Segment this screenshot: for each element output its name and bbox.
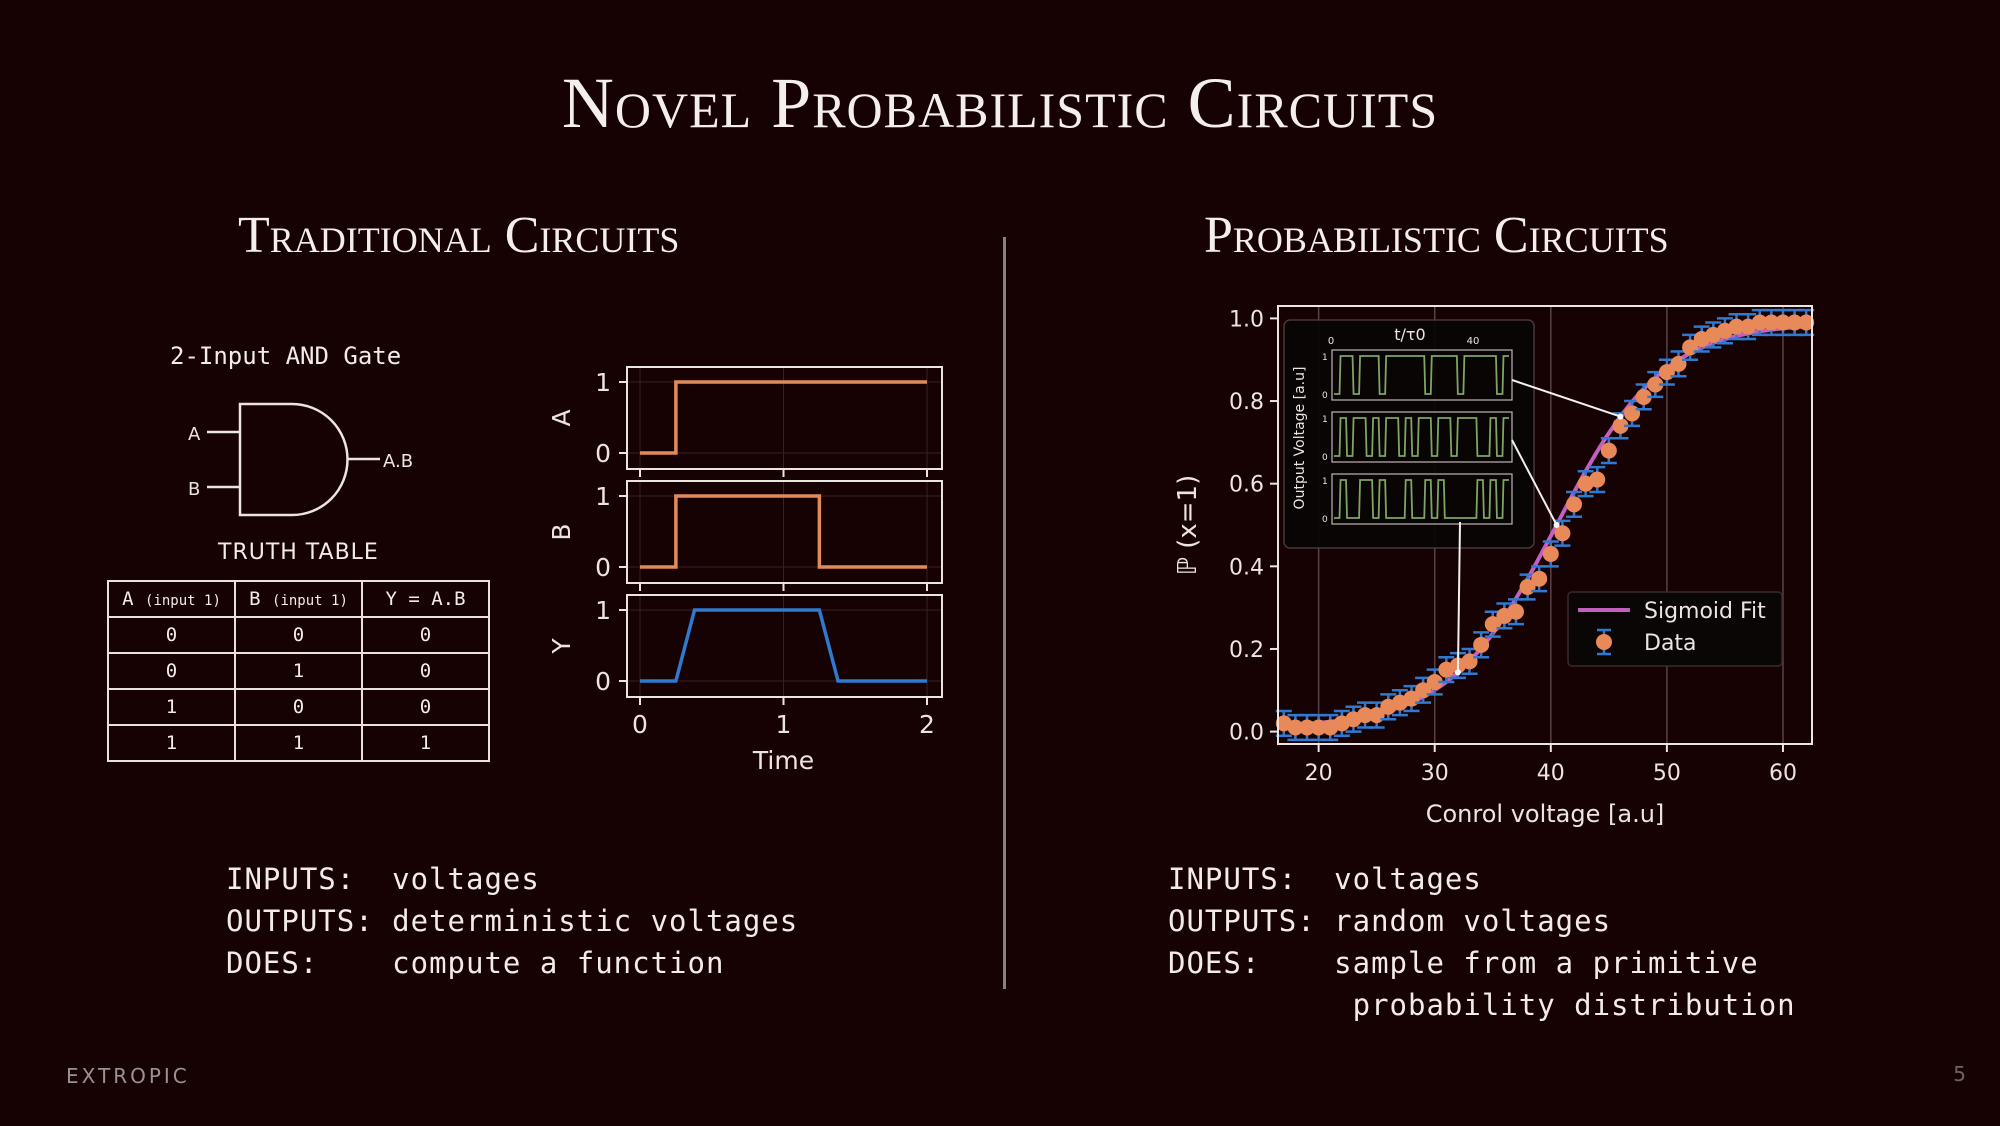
svg-text:30: 30	[1421, 761, 1449, 786]
header-b-main: B	[249, 588, 261, 610]
svg-text:50: 50	[1653, 761, 1681, 786]
outputs-value: random voltages	[1334, 904, 1612, 938]
does-label: DOES:	[226, 946, 319, 980]
sigmoid-ylabel: ℙ (x=1)	[1173, 475, 1203, 576]
svg-text:1: 1	[1322, 353, 1328, 363]
cell: 0	[107, 652, 236, 690]
timing-panel-y: 0 1Y	[547, 594, 943, 705]
cell: 0	[107, 616, 236, 654]
header-b: B (input 1)	[234, 580, 363, 618]
cell: 0	[361, 652, 490, 690]
svg-text:0: 0	[1322, 391, 1328, 401]
svg-text:1: 1	[1322, 415, 1328, 425]
svg-text:40: 40	[1467, 336, 1480, 347]
svg-text:20: 20	[1305, 761, 1333, 786]
svg-text:0: 0	[632, 710, 648, 739]
does-value-line2: probability distribution	[1352, 988, 1796, 1022]
svg-text:1: 1	[595, 596, 611, 625]
gate-input-a-label: A	[188, 424, 201, 445]
svg-text:0.2: 0.2	[1229, 638, 1264, 663]
inputs-value: voltages	[392, 862, 540, 896]
and-gate-diagram: A B A.B	[188, 402, 413, 517]
does-label: DOES:	[1168, 946, 1261, 980]
does-value-line1: sample from a primitive	[1334, 946, 1759, 980]
svg-text:1: 1	[595, 368, 611, 397]
svg-text:0: 0	[595, 439, 611, 468]
sigmoid-xlabel: Conrol voltage [a.u]	[1426, 800, 1665, 828]
truth-table-header: A (input 1) B (input 1) Y = A.B	[107, 580, 490, 618]
svg-text:40: 40	[1537, 761, 1565, 786]
svg-text:0.4: 0.4	[1229, 555, 1264, 580]
cell: 0	[234, 688, 363, 726]
gate-input-b-label: B	[188, 479, 200, 500]
outputs-value: deterministic voltages	[392, 904, 799, 938]
svg-text:A: A	[547, 409, 576, 426]
timing-panel-a: 0 1A	[547, 366, 943, 477]
svg-text:1: 1	[1322, 477, 1328, 487]
svg-text:1: 1	[595, 482, 611, 511]
left-description: INPUTS: voltages OUTPUTS: deterministic …	[226, 858, 798, 984]
cell: 1	[107, 688, 236, 726]
svg-text:0: 0	[1328, 336, 1334, 347]
right-heading: Probabilistic Circuits	[1204, 207, 1669, 264]
svg-text:Output Voltage [a.u]: Output Voltage [a.u]	[1292, 367, 1308, 510]
svg-text:0.0: 0.0	[1229, 721, 1264, 746]
gate-output-label: A.B	[383, 451, 413, 472]
truth-table-title: TRUTH TABLE	[218, 540, 379, 565]
cell: 1	[361, 724, 490, 762]
svg-text:0: 0	[1322, 453, 1328, 463]
header-y-main: Y = A.B	[385, 588, 466, 610]
svg-text:Y: Y	[547, 638, 576, 655]
svg-text:1.0: 1.0	[1229, 307, 1264, 332]
inputs-value: voltages	[1334, 862, 1482, 896]
outputs-label: OUTPUTS:	[226, 904, 374, 938]
svg-text:t/τ0: t/τ0	[1394, 325, 1425, 344]
extropic-logo: EXTROPIC	[66, 1064, 190, 1088]
data-points	[1275, 308, 1815, 742]
header-y: Y = A.B	[361, 580, 490, 618]
cell: 1	[234, 652, 363, 690]
svg-text:2: 2	[919, 710, 935, 739]
inputs-label: INPUTS:	[1168, 862, 1298, 896]
column-divider	[1003, 237, 1006, 989]
left-heading: Traditional Circuits	[238, 207, 680, 264]
svg-text:0: 0	[1322, 515, 1328, 525]
page-number: 5	[1953, 1062, 1966, 1086]
header-a-main: A	[122, 588, 134, 610]
cell: 0	[361, 616, 490, 654]
timing-xlabel: Time	[752, 746, 814, 775]
svg-text:1: 1	[776, 710, 792, 739]
right-description: INPUTS: voltages OUTPUTS: random voltage…	[1168, 858, 1796, 1026]
header-b-sub: (input 1)	[272, 593, 348, 609]
cell: 0	[361, 688, 490, 726]
svg-text:Sigmoid Fit: Sigmoid Fit	[1644, 599, 1766, 624]
timing-panel-b: 0 1B	[547, 480, 943, 591]
gate-title: 2-Input AND Gate	[170, 342, 402, 370]
svg-text:0.6: 0.6	[1229, 473, 1264, 498]
svg-text:0.8: 0.8	[1229, 390, 1264, 415]
slide-title: Novel Probabilistic Circuits	[561, 63, 1439, 143]
inputs-label: INPUTS:	[226, 862, 356, 896]
svg-text:60: 60	[1769, 761, 1797, 786]
cell: 0	[234, 616, 363, 654]
does-value: compute a function	[392, 946, 725, 980]
outputs-label: OUTPUTS:	[1168, 904, 1316, 938]
svg-text:0: 0	[595, 553, 611, 582]
svg-text:0: 0	[595, 667, 611, 696]
cell: 1	[234, 724, 363, 762]
svg-text:Data: Data	[1644, 631, 1697, 656]
cell: 1	[107, 724, 236, 762]
svg-text:B: B	[547, 523, 576, 540]
header-a-sub: (input 1)	[145, 593, 221, 609]
header-a: A (input 1)	[107, 580, 236, 618]
